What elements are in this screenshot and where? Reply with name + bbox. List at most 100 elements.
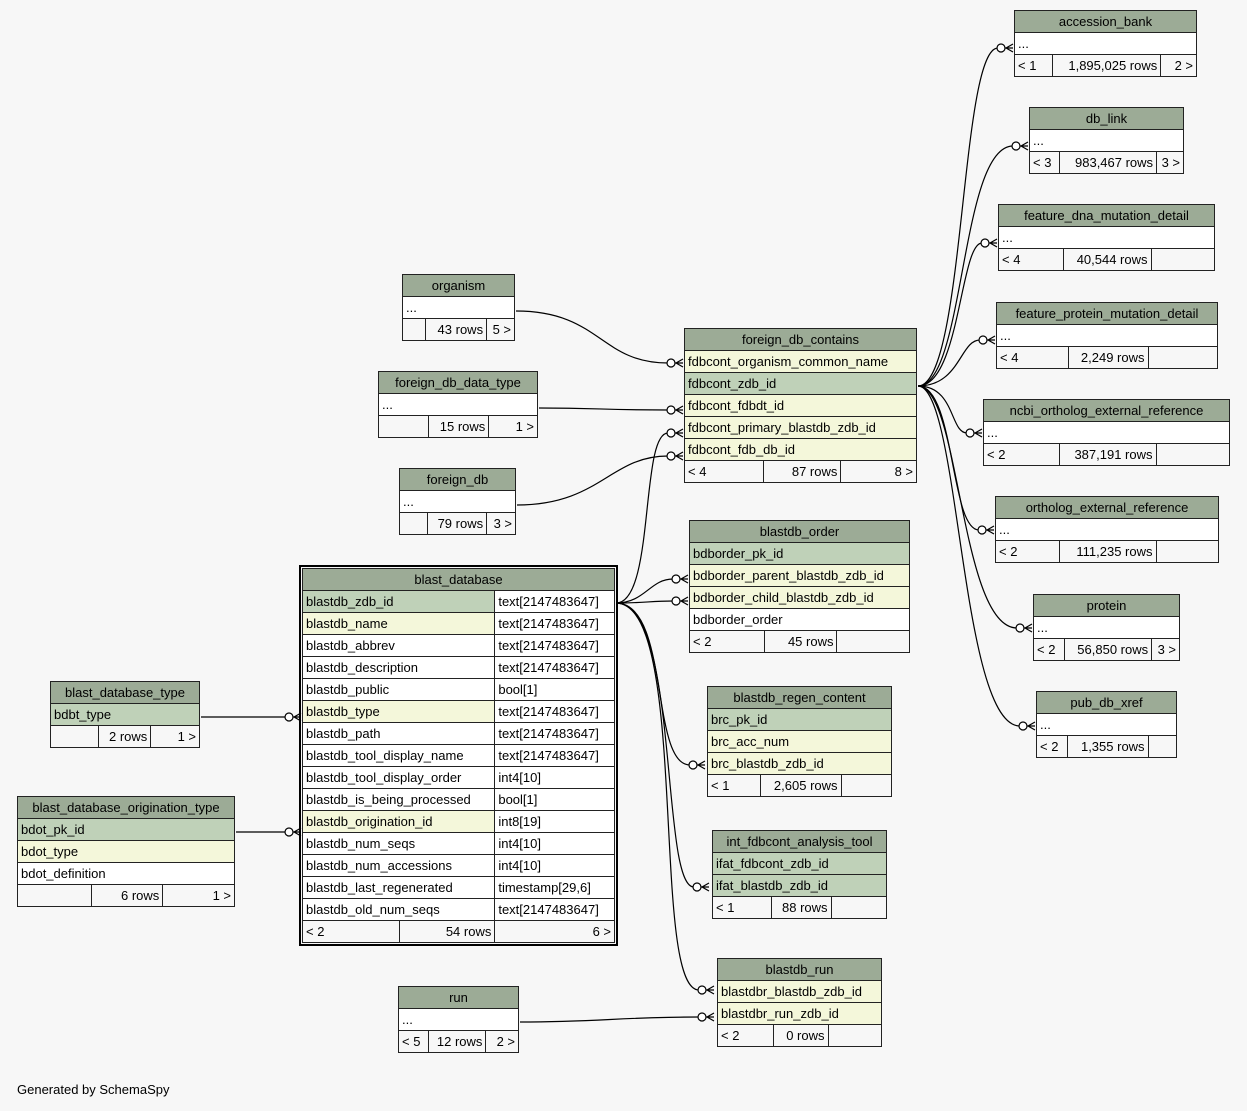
- column-name: bdborder_order: [689, 608, 910, 631]
- column-type: text[2147483647]: [494, 744, 615, 767]
- column-row[interactable]: ...: [378, 393, 538, 416]
- collapsed-columns: ...: [998, 226, 1215, 249]
- crows-foot-marker: [1011, 141, 1029, 151]
- column-row[interactable]: brc_acc_num: [707, 730, 892, 753]
- children-count: [1155, 443, 1230, 466]
- column-row[interactable]: ...: [983, 421, 1230, 444]
- column-row[interactable]: fdbcont_fdb_db_id: [684, 438, 917, 461]
- column-row[interactable]: fdbcont_organism_common_name: [684, 350, 917, 373]
- column-row[interactable]: bdborder_order: [689, 608, 910, 631]
- children-count: 1 >: [162, 884, 235, 907]
- edge-bdborder-child: [615, 600, 674, 604]
- column-row[interactable]: brc_blastdb_zdb_id: [707, 752, 892, 775]
- column-row[interactable]: bdborder_parent_blastdb_zdb_id: [689, 564, 910, 587]
- column-row[interactable]: ifat_fdbcont_zdb_id: [712, 852, 887, 875]
- column-name: ifat_fdbcont_zdb_id: [712, 852, 887, 875]
- collapsed-columns: ...: [983, 421, 1230, 444]
- column-row[interactable]: ...: [1036, 713, 1177, 736]
- parents-count: [377, 415, 430, 438]
- table-title: run: [398, 986, 519, 1009]
- row-count: 45 rows: [763, 630, 838, 653]
- children-count: 6 >: [494, 920, 615, 943]
- column-row[interactable]: ...: [995, 518, 1219, 541]
- column-row[interactable]: bdbt_type: [50, 703, 200, 726]
- row-count: 56,850 rows: [1063, 638, 1153, 661]
- row-count: 2,605 rows: [759, 774, 842, 797]
- column-row[interactable]: bdot_definition: [17, 862, 235, 885]
- column-row[interactable]: ifat_blastdb_zdb_id: [712, 874, 887, 897]
- column-name: fdbcont_primary_blastdb_zdb_id: [684, 416, 917, 439]
- column-row[interactable]: ...: [998, 226, 1215, 249]
- table-title: pub_db_xref: [1036, 691, 1177, 714]
- table-title: ortholog_external_reference: [995, 496, 1219, 519]
- children-count: [1155, 540, 1219, 563]
- column-row[interactable]: ...: [402, 296, 515, 319]
- column-row[interactable]: ...: [1014, 32, 1197, 55]
- column-row[interactable]: bdot_pk_id: [17, 818, 235, 841]
- edge-brc: [615, 602, 691, 766]
- column-name: brc_acc_num: [707, 730, 892, 753]
- column-row[interactable]: blastdbr_blastdb_zdb_id: [717, 980, 882, 1003]
- column-row[interactable]: ...: [1033, 616, 1180, 639]
- column-row[interactable]: ...: [996, 324, 1218, 347]
- column-row[interactable]: blastdbr_run_zdb_id: [717, 1002, 882, 1025]
- children-count: 2 >: [1160, 54, 1197, 77]
- column-row[interactable]: brc_pk_id: [707, 708, 892, 731]
- column-row[interactable]: fdbcont_zdb_id: [684, 372, 917, 395]
- column-type: bool[1]: [494, 678, 615, 701]
- crows-foot-marker: [1018, 721, 1036, 731]
- column-name: blastdb_is_being_processed: [301, 788, 496, 811]
- crows-foot-marker: [996, 43, 1014, 53]
- column-name: blastdb_old_num_seqs: [301, 898, 496, 921]
- table-title: blast_database_origination_type: [17, 796, 235, 819]
- column-row[interactable]: ...: [399, 490, 516, 513]
- column-row[interactable]: bdot_type: [17, 840, 235, 863]
- column-type: text[2147483647]: [494, 898, 615, 921]
- collapsed-columns: ...: [1036, 713, 1177, 736]
- column-row[interactable]: ...: [398, 1008, 519, 1031]
- column-row[interactable]: fdbcont_fdbdt_id: [684, 394, 917, 417]
- column-row[interactable]: bdborder_child_blastdb_zdb_id: [689, 586, 910, 609]
- column-row[interactable]: bdborder_pk_id: [689, 542, 910, 565]
- crows-foot-marker: [977, 525, 995, 535]
- row-count: 2,249 rows: [1067, 346, 1149, 369]
- column-row[interactable]: fdbcont_primary_blastdb_zdb_id: [684, 416, 917, 439]
- column-row[interactable]: ...: [1029, 129, 1184, 152]
- table-title: accession_bank: [1014, 10, 1197, 33]
